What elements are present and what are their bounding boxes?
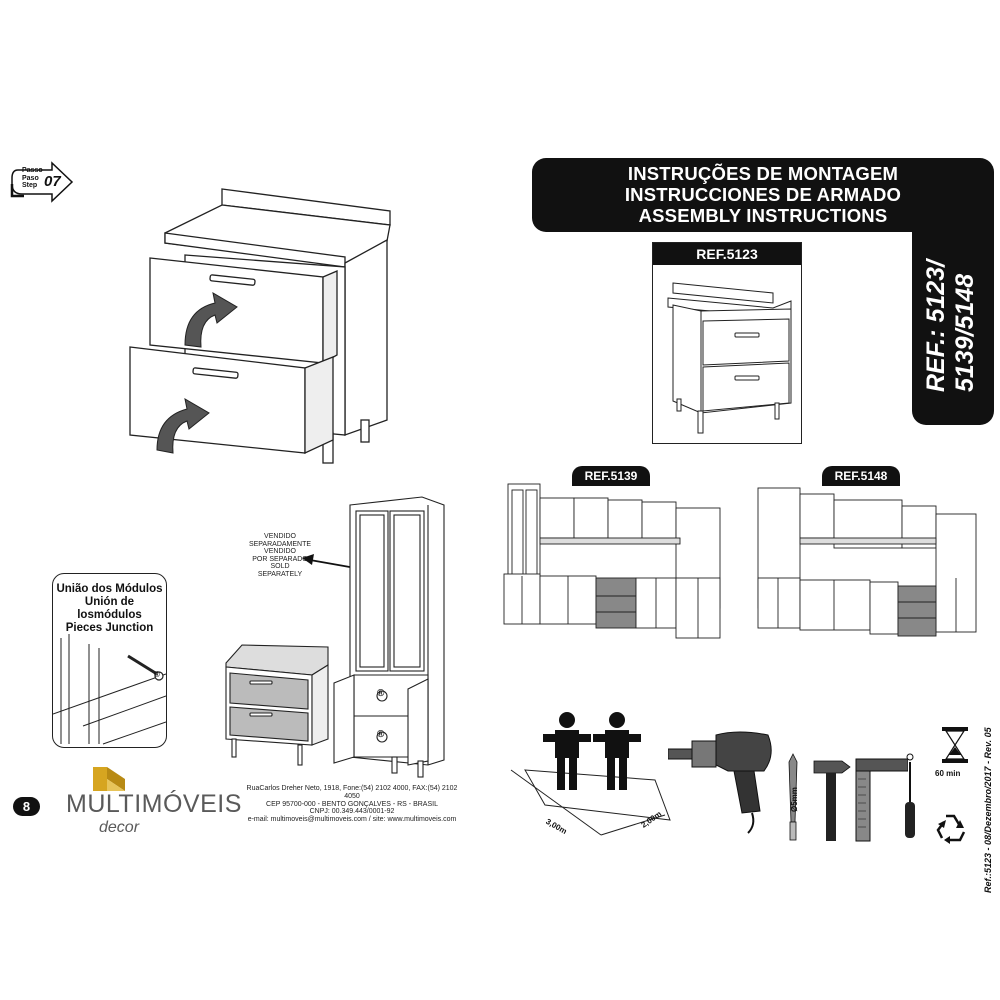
note-line: POR SEPARADO bbox=[252, 555, 308, 563]
title-es: INSTRUCCIONES DE ARMADO bbox=[624, 184, 902, 205]
note-line: VENDIDO bbox=[264, 548, 296, 556]
drill-bit-icon bbox=[788, 753, 798, 841]
brand-logo-icon bbox=[93, 767, 125, 791]
reference-tab bbox=[912, 215, 994, 425]
junction-part-marker: ® bbox=[154, 670, 160, 679]
reference-line-2: 5139/5148 bbox=[951, 273, 979, 392]
pieces-junction-box: União dos Módulos Unión de losmódulos Pi… bbox=[52, 573, 167, 748]
assembly-time: 60 min bbox=[935, 769, 961, 778]
person-icon bbox=[543, 712, 591, 790]
hammer-icon bbox=[813, 760, 851, 841]
junction-pt: União dos Módulos bbox=[56, 583, 163, 595]
kitchen-5139-illustration bbox=[503, 483, 721, 639]
title-pt: INSTRUÇÕES DE MONTAGEM bbox=[627, 163, 899, 184]
curved-arrow-icon bbox=[156, 292, 238, 454]
ref-5123-label: REF.5123 bbox=[653, 243, 801, 265]
note-line: VENDIDO bbox=[264, 533, 296, 540]
square-ruler-icon bbox=[855, 758, 908, 842]
junction-detail-drawing bbox=[53, 634, 166, 745]
step-label-es: Paso bbox=[22, 174, 39, 182]
brand-name: MULTIMÓVEIS bbox=[66, 790, 242, 818]
note-line: SEPARADAMENTE bbox=[248, 540, 312, 548]
step-label-pt: Passo bbox=[22, 167, 43, 174]
sold-separately-note: VENDIDO SEPARADAMENTE VENDIDO POR SEPARA… bbox=[244, 533, 316, 579]
step-label-en: Step bbox=[22, 182, 38, 189]
ref-5139-label: REF.5139 bbox=[572, 466, 650, 486]
reference-line-1: REF.: 5123/ bbox=[922, 259, 950, 392]
person-icon bbox=[593, 712, 641, 790]
drill-bit-size: Ø5mm bbox=[790, 787, 799, 812]
hourglass-icon bbox=[942, 727, 968, 763]
kitchen-5148-illustration bbox=[757, 487, 977, 637]
junction-en: Pieces Junction bbox=[65, 622, 154, 634]
revision-info: Ref.:5123 - 08/Dezembro/2017 - Rev. 05 bbox=[983, 727, 993, 893]
note-line: SOLD bbox=[270, 563, 290, 571]
drill-icon bbox=[668, 731, 772, 834]
ref-5148-label: REF.5148 bbox=[822, 466, 900, 486]
workspace-illustration bbox=[510, 712, 671, 836]
screw-icon bbox=[127, 654, 164, 681]
address-line: CNPJ: 00.349.443/0001-92 bbox=[309, 808, 395, 816]
screwdriver-icon bbox=[905, 753, 915, 838]
recycle-icon bbox=[936, 814, 966, 844]
page-number: 8 bbox=[13, 797, 40, 816]
ref-5123-box: REF.5123 bbox=[652, 242, 802, 444]
cabinet-thumbnail bbox=[667, 282, 792, 434]
company-address: RuaCarlos Dreher Neto, 1918, Fone:(54) 2… bbox=[238, 785, 466, 824]
address-line: e-mail: multimoveis@multimoveis.com / si… bbox=[247, 816, 457, 824]
arrow-right-icon bbox=[10, 161, 74, 203]
brand-sub: decor bbox=[99, 819, 140, 836]
module-junction-illustration bbox=[225, 496, 445, 778]
title-en: ASSEMBLY INSTRUCTIONS bbox=[638, 205, 888, 226]
step-number: 07 bbox=[44, 173, 61, 190]
reference-vertical-text: REF.: 5123/ 5139/5148 bbox=[922, 182, 980, 392]
junction-es: Unión de losmódulos bbox=[77, 596, 142, 621]
address-line: CEP 95700-000 - BENTO GONÇALVES - RS - B… bbox=[266, 800, 438, 808]
part-marker-r2: ® bbox=[377, 729, 385, 740]
part-marker-r1: ® bbox=[377, 688, 385, 699]
note-line: SEPARATELY bbox=[257, 570, 303, 578]
cabinet-drawer-illustration bbox=[129, 188, 391, 464]
address-line: RuaCarlos Dreher Neto, 1918, Fone:(54) 2… bbox=[246, 785, 458, 800]
step-badge: Passo Paso Step 07 bbox=[8, 160, 78, 205]
